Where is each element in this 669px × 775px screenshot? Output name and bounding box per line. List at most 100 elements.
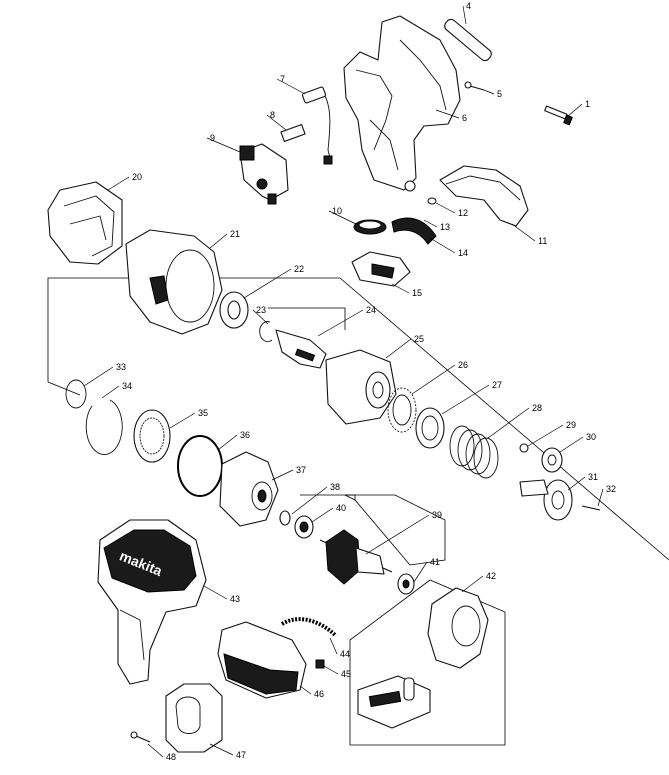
- part-number-1: 1: [585, 99, 590, 109]
- leader-line-45: [323, 665, 339, 675]
- leader-line-25: [385, 338, 412, 359]
- part-4-label-plate: [444, 18, 492, 62]
- part-number-8: 8: [270, 110, 275, 120]
- part-number-38: 38: [330, 482, 340, 492]
- part-26-ball-bearing-ring: [387, 387, 417, 433]
- part-35-internal-gear: [133, 409, 171, 463]
- part-32-pin: [581, 505, 601, 511]
- part-30-spur-gear: [541, 447, 563, 473]
- leader-line-29: [527, 424, 564, 447]
- part-number-6: 6: [462, 113, 467, 123]
- part-15-terminal: [351, 251, 411, 287]
- part-11-rear-cover: [439, 165, 529, 227]
- part-number-32: 32: [606, 484, 616, 494]
- part-number-27: 27: [492, 380, 502, 390]
- leader-line-46: [299, 685, 312, 695]
- leader-line-5: [483, 89, 495, 95]
- part-29-steel-ball: [519, 443, 529, 453]
- part-number-15: 15: [412, 288, 422, 298]
- part-6-housing-set: [343, 15, 461, 192]
- part-9-switch: [239, 143, 289, 205]
- part-22-flat-washer: [219, 291, 249, 329]
- leader-line-48: [147, 743, 164, 758]
- part-number-37: 37: [296, 465, 306, 475]
- leader-line-33: [83, 366, 114, 387]
- leader-line-44: [329, 637, 338, 655]
- part-31-spindle: [519, 479, 573, 521]
- leader-line-36: [217, 434, 238, 451]
- part-number-41: 41: [430, 557, 440, 567]
- part-46-battery-cover: [217, 621, 307, 699]
- leader-line-39: [365, 514, 430, 555]
- part-27-flat-washer: [415, 407, 445, 449]
- part-38-washer: [279, 510, 291, 526]
- part-number-13: 13: [440, 222, 450, 232]
- part-number-30: 30: [586, 432, 596, 442]
- part-45-clip: [315, 659, 325, 669]
- leader-line-32: [597, 488, 604, 507]
- part-48-screw: [130, 731, 151, 743]
- part-number-14: 14: [458, 248, 468, 258]
- leader-line-14: [429, 237, 456, 254]
- part-number-48: 48: [166, 752, 176, 762]
- part-24-anvil: [275, 329, 327, 369]
- leader-line-35: [169, 412, 196, 429]
- part-25-hammer: [325, 349, 397, 425]
- leader-line-22: [243, 268, 292, 299]
- part-37-bearing-box: [219, 451, 279, 527]
- part-number-12: 12: [458, 208, 468, 218]
- leader-line-28: [487, 407, 530, 439]
- part-23-retaining-ring: [259, 321, 273, 342]
- part-number-23: 23: [256, 305, 266, 315]
- leader-line-8: [266, 114, 287, 131]
- leader-line-34: [101, 385, 120, 399]
- part-8-led-lens: [280, 123, 306, 143]
- part-7-led-circuit: [301, 86, 333, 165]
- part-number-4: 4: [466, 1, 471, 11]
- leader-line-31: [567, 476, 586, 491]
- leader-line-15: [391, 283, 410, 294]
- part-number-39: 39: [432, 510, 442, 520]
- leader-line-13: [423, 219, 438, 228]
- part-number-26: 26: [458, 360, 468, 370]
- leader-line-10: [328, 210, 357, 225]
- part-33-o-ring: [65, 379, 87, 409]
- part-number-9: 9: [210, 133, 215, 143]
- part-number-21: 21: [230, 229, 240, 239]
- leader-line-37: [271, 469, 294, 481]
- leader-line-47: [209, 743, 234, 756]
- part-number-36: 36: [240, 430, 250, 440]
- part-number-7: 7: [280, 74, 285, 84]
- part-number-24: 24: [366, 305, 376, 315]
- part-14-spring: [391, 217, 437, 245]
- leader-line-9: [206, 137, 241, 153]
- leader-line-40: [311, 507, 334, 523]
- part-number-44: 44: [340, 649, 350, 659]
- part-number-28: 28: [532, 403, 542, 413]
- part-36-o-ring: [177, 435, 223, 497]
- part-5-small-screw: [464, 81, 485, 91]
- leader-line-7: [276, 78, 306, 95]
- part-1-screw: [544, 105, 573, 126]
- part-number-5: 5: [497, 89, 502, 99]
- leader-line-1: [566, 103, 583, 118]
- part-number-35: 35: [198, 408, 208, 418]
- part-number-43: 43: [230, 594, 240, 604]
- leader-line-42: [461, 575, 484, 593]
- leader-line-24: [317, 309, 364, 337]
- part-42-stator-controller: [357, 587, 489, 729]
- leader-line-38: [291, 486, 328, 515]
- part-20-hammer-case-cover: [47, 181, 123, 265]
- part-number-29: 29: [566, 420, 576, 430]
- part-number-47: 47: [236, 750, 246, 760]
- leader-line-12: [435, 202, 456, 214]
- leader-line-20: [107, 176, 130, 191]
- part-47-hook: [165, 683, 223, 753]
- part-number-33: 33: [116, 362, 126, 372]
- part-28-compression-spring: [449, 425, 499, 479]
- part-number-34: 34: [122, 381, 132, 391]
- part-number-45: 45: [341, 669, 351, 679]
- part-21-hammer-case: [125, 229, 223, 335]
